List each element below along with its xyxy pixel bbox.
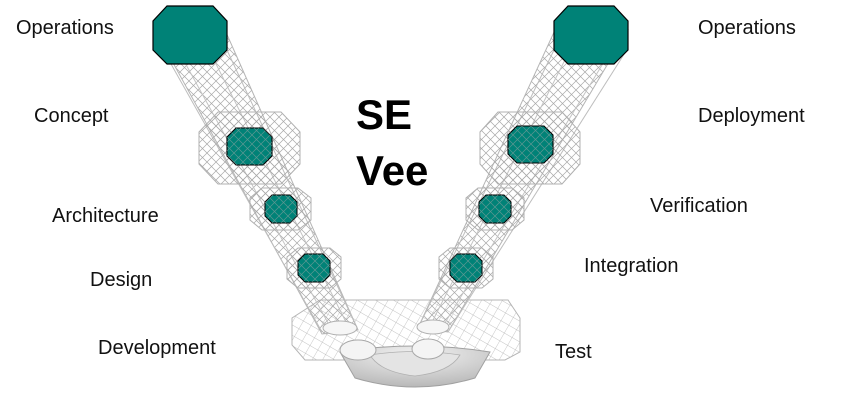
label-operations-right: Operations — [698, 17, 796, 39]
node-operations-left — [152, 5, 228, 65]
node-mesh-overlay — [227, 126, 553, 282]
label-verification: Verification — [650, 195, 748, 217]
label-operations-left: Operations — [16, 17, 114, 39]
label-design: Design — [90, 269, 153, 291]
title-line-vee: Vee — [356, 147, 429, 194]
title-line-se: SE — [356, 91, 413, 138]
label-architecture: Architecture — [52, 205, 159, 227]
label-integration: Integration — [584, 255, 679, 277]
label-concept: Concept — [34, 105, 109, 127]
label-deployment: Deployment — [698, 105, 805, 127]
bottom-bowl — [339, 338, 491, 388]
node-operations-right — [553, 5, 629, 65]
label-test: Test — [555, 341, 592, 363]
label-development: Development — [98, 337, 216, 359]
